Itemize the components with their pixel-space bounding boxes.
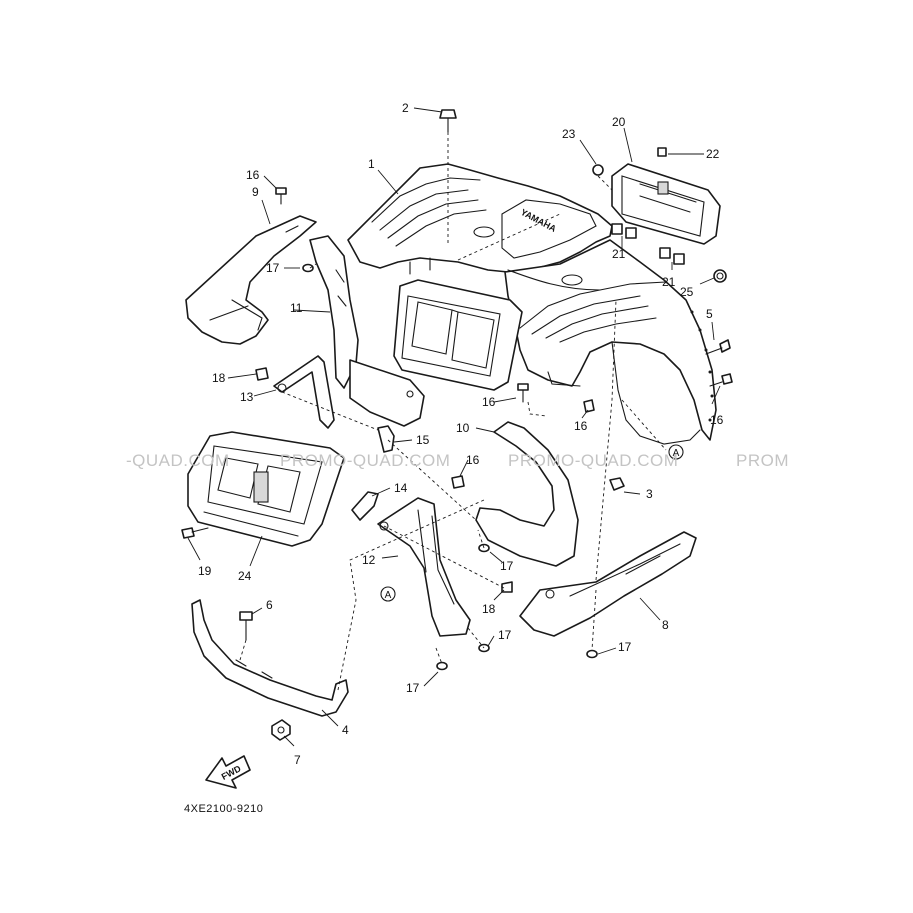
callout-14: 14 — [394, 481, 408, 495]
callout-16-right: 16 — [710, 413, 724, 427]
callout-16-top: 16 — [246, 168, 260, 182]
watermark: -QUAD.COM PROMO-QUAD.COM PROMO-QUAD.COM … — [126, 451, 789, 470]
callout-8: 8 — [662, 618, 669, 632]
callout-11: 11 — [290, 301, 303, 315]
callout-17-top: 17 — [266, 261, 280, 275]
callout-16-lower: 16 — [466, 453, 480, 467]
callout-21-left: 21 — [612, 247, 626, 261]
callout-20: 20 — [612, 115, 626, 129]
bumper-bar-part — [191, 599, 349, 717]
callout-24: 24 — [238, 569, 252, 583]
bolt-6 — [239, 611, 253, 641]
callout-17-bottom: 17 — [406, 681, 420, 695]
fwd-arrow-icon: FWD — [205, 755, 251, 789]
callout-7: 7 — [294, 753, 301, 767]
bolt-19 — [181, 527, 209, 539]
svg-text:PROMO-QUAD.COM: PROMO-QUAD.COM — [508, 451, 678, 470]
callout-22: 22 — [706, 147, 720, 161]
headlight-guard-part — [187, 431, 345, 547]
front-fender-part: YAMAHA — [347, 163, 717, 445]
svg-text:A: A — [673, 448, 680, 459]
svg-text:A: A — [385, 590, 392, 601]
callout-18-left: 18 — [212, 371, 226, 385]
small-brackets — [351, 425, 395, 521]
svg-text:-QUAD.COM: -QUAD.COM — [126, 451, 230, 470]
callout-6: 6 — [266, 598, 273, 612]
callout-1: 1 — [368, 157, 375, 171]
callout-9: 9 — [252, 185, 259, 199]
reference-marker-upper: A — [668, 444, 684, 460]
svg-text:PROM: PROM — [736, 451, 789, 470]
callout-15: 15 — [416, 433, 430, 447]
callout-25: 25 — [680, 285, 694, 299]
light-housing-part — [611, 163, 721, 245]
hardware-fasteners — [592, 147, 727, 283]
callout-19: 19 — [198, 564, 212, 578]
bolt-16-lower — [451, 475, 465, 489]
assembly-lines — [239, 132, 667, 691]
callout-16-center: 16 — [574, 419, 588, 433]
bolt-16-mid — [517, 383, 529, 403]
bolt-18 — [255, 367, 269, 381]
inner-panel-part — [377, 421, 579, 637]
bolt-5 — [705, 339, 731, 355]
bolt-parts — [181, 109, 733, 741]
callout-17-right: 17 — [498, 628, 512, 642]
diagram-code: 4XE2100-9210 — [184, 803, 263, 815]
callout-13: 13 — [240, 390, 254, 404]
left-side-panel-part — [309, 235, 425, 427]
reference-marker-lower: A — [380, 586, 396, 602]
callout-4: 4 — [342, 723, 349, 737]
bolt-18-lower — [501, 581, 513, 593]
callout-17-step: 17 — [618, 640, 632, 654]
callout-17-mid: 17 — [500, 559, 514, 573]
rubber-pad-part — [611, 223, 685, 265]
svg-text:PROMO-QUAD.COM: PROMO-QUAD.COM — [280, 451, 450, 470]
callout-3: 3 — [646, 487, 653, 501]
callout-10: 10 — [456, 421, 470, 435]
nut-3 — [609, 477, 625, 491]
bolt-16-right — [709, 373, 733, 387]
callout-5: 5 — [706, 307, 713, 321]
callout-12: 12 — [362, 553, 376, 567]
callout-16-mid: 16 — [482, 395, 496, 409]
callout-2: 2 — [402, 101, 409, 115]
left-mudflap-part — [185, 215, 317, 345]
callout-leaders — [187, 107, 721, 747]
bolt-16-center — [583, 399, 595, 413]
bolt-2 — [439, 109, 457, 133]
callout-21-right: 21 — [662, 275, 676, 289]
headlight-housing — [393, 279, 523, 391]
callout-23: 23 — [562, 127, 576, 141]
footrest-part — [519, 531, 697, 637]
nut-7 — [271, 719, 291, 741]
bolt-16-top — [275, 187, 287, 205]
callout-18-lower: 18 — [482, 602, 496, 616]
callout-labels: 1 2 3 4 5 6 7 8 9 10 11 12 13 14 15 16 1… — [198, 101, 724, 767]
